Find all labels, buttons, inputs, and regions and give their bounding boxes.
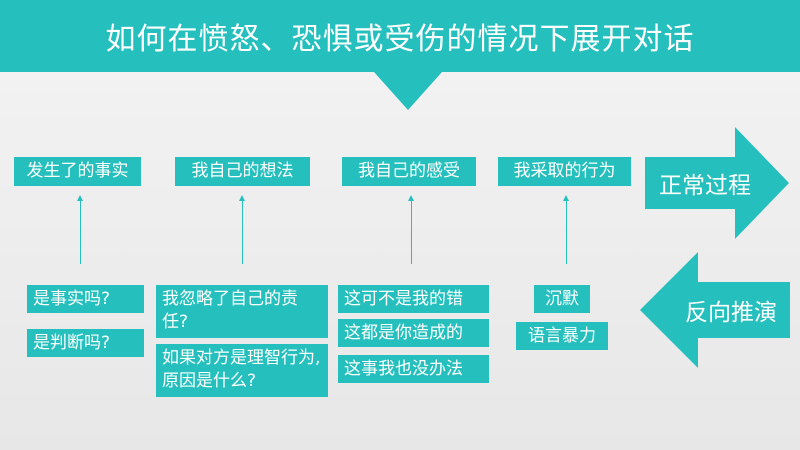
question-facts-2: 是判断吗? — [27, 329, 144, 357]
question-thoughts-1: 我忽略了自己的责任? — [156, 285, 328, 338]
page-title: 如何在愤怒、恐惧或受伤的情况下展开对话 — [105, 22, 695, 57]
stage-actions: 我采取的行为 — [498, 157, 631, 186]
question-feelings-3: 这事我也没办法 — [338, 355, 489, 383]
backward-arrow — [640, 252, 790, 368]
stage-thoughts: 我自己的想法 — [175, 157, 310, 186]
forward-arrow-label: 正常过程 — [659, 173, 751, 199]
question-facts-1: 是事实吗? — [27, 285, 144, 313]
connector-facts — [77, 195, 83, 264]
connector-feelings — [408, 195, 414, 264]
question-thoughts-2: 如果对方是理智行为,原因是什么? — [156, 344, 328, 397]
title-banner — [0, 0, 800, 72]
backward-arrow-label: 反向推演 — [685, 300, 777, 326]
question-feelings-1: 这可不是我的错 — [338, 285, 489, 313]
stage-feelings: 我自己的感受 — [342, 157, 476, 186]
banner-pointer — [374, 72, 442, 110]
connector-actions — [563, 195, 569, 264]
forward-arrow — [645, 127, 789, 239]
question-actions-2: 语言暴力 — [516, 322, 608, 350]
connector-thoughts — [239, 195, 245, 264]
question-actions-1: 沉默 — [534, 285, 590, 313]
question-feelings-2: 这都是你造成的 — [338, 319, 489, 347]
stage-facts: 发生了的事实 — [14, 157, 141, 186]
